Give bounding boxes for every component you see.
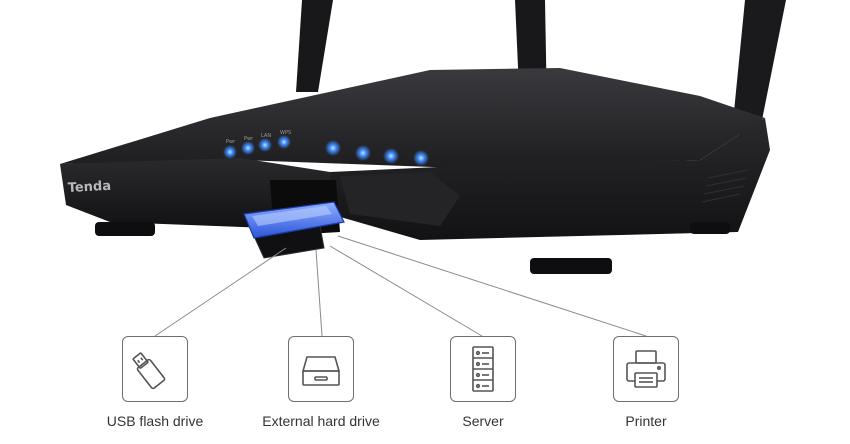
led-indicator xyxy=(413,150,429,166)
brand-logo: Tenda xyxy=(67,179,111,196)
device-caption-server: Server xyxy=(462,413,504,429)
router-foot-right xyxy=(530,258,612,274)
router-foot-far-right xyxy=(690,222,730,234)
antenna-left xyxy=(296,0,333,92)
led-label: WPS xyxy=(280,130,291,136)
router-body xyxy=(60,68,770,274)
printer-icon xyxy=(613,336,679,402)
led-indicator xyxy=(325,140,341,156)
led-indicator xyxy=(258,138,272,152)
led-indicator xyxy=(355,145,371,161)
usb-flash-drive-graphic xyxy=(243,201,345,259)
device-caption-usb-flash-drive: USB flash drive xyxy=(106,413,204,429)
led-indicator xyxy=(383,148,399,164)
device-caption-external-hard-drive: External hard drive xyxy=(262,413,380,429)
router-front-left xyxy=(60,158,330,228)
antenna-right xyxy=(732,0,786,140)
led-indicator xyxy=(241,141,255,155)
router-top-surface xyxy=(60,68,765,168)
usb-flash-drive-icon xyxy=(122,336,188,402)
led-indicator xyxy=(277,135,291,149)
router-foot-left xyxy=(95,222,155,236)
led-indicator xyxy=(223,145,237,159)
router-chamfer xyxy=(340,172,460,226)
device-caption-printer: Printer xyxy=(625,413,667,429)
led-label: LAN xyxy=(261,133,271,139)
led-label: Pwr xyxy=(244,136,254,142)
server-icon xyxy=(450,336,516,402)
connector-lines xyxy=(154,235,647,337)
led-label: Pwr xyxy=(226,139,236,145)
external-hard-drive-icon xyxy=(288,336,354,402)
led-indicators xyxy=(223,135,429,166)
